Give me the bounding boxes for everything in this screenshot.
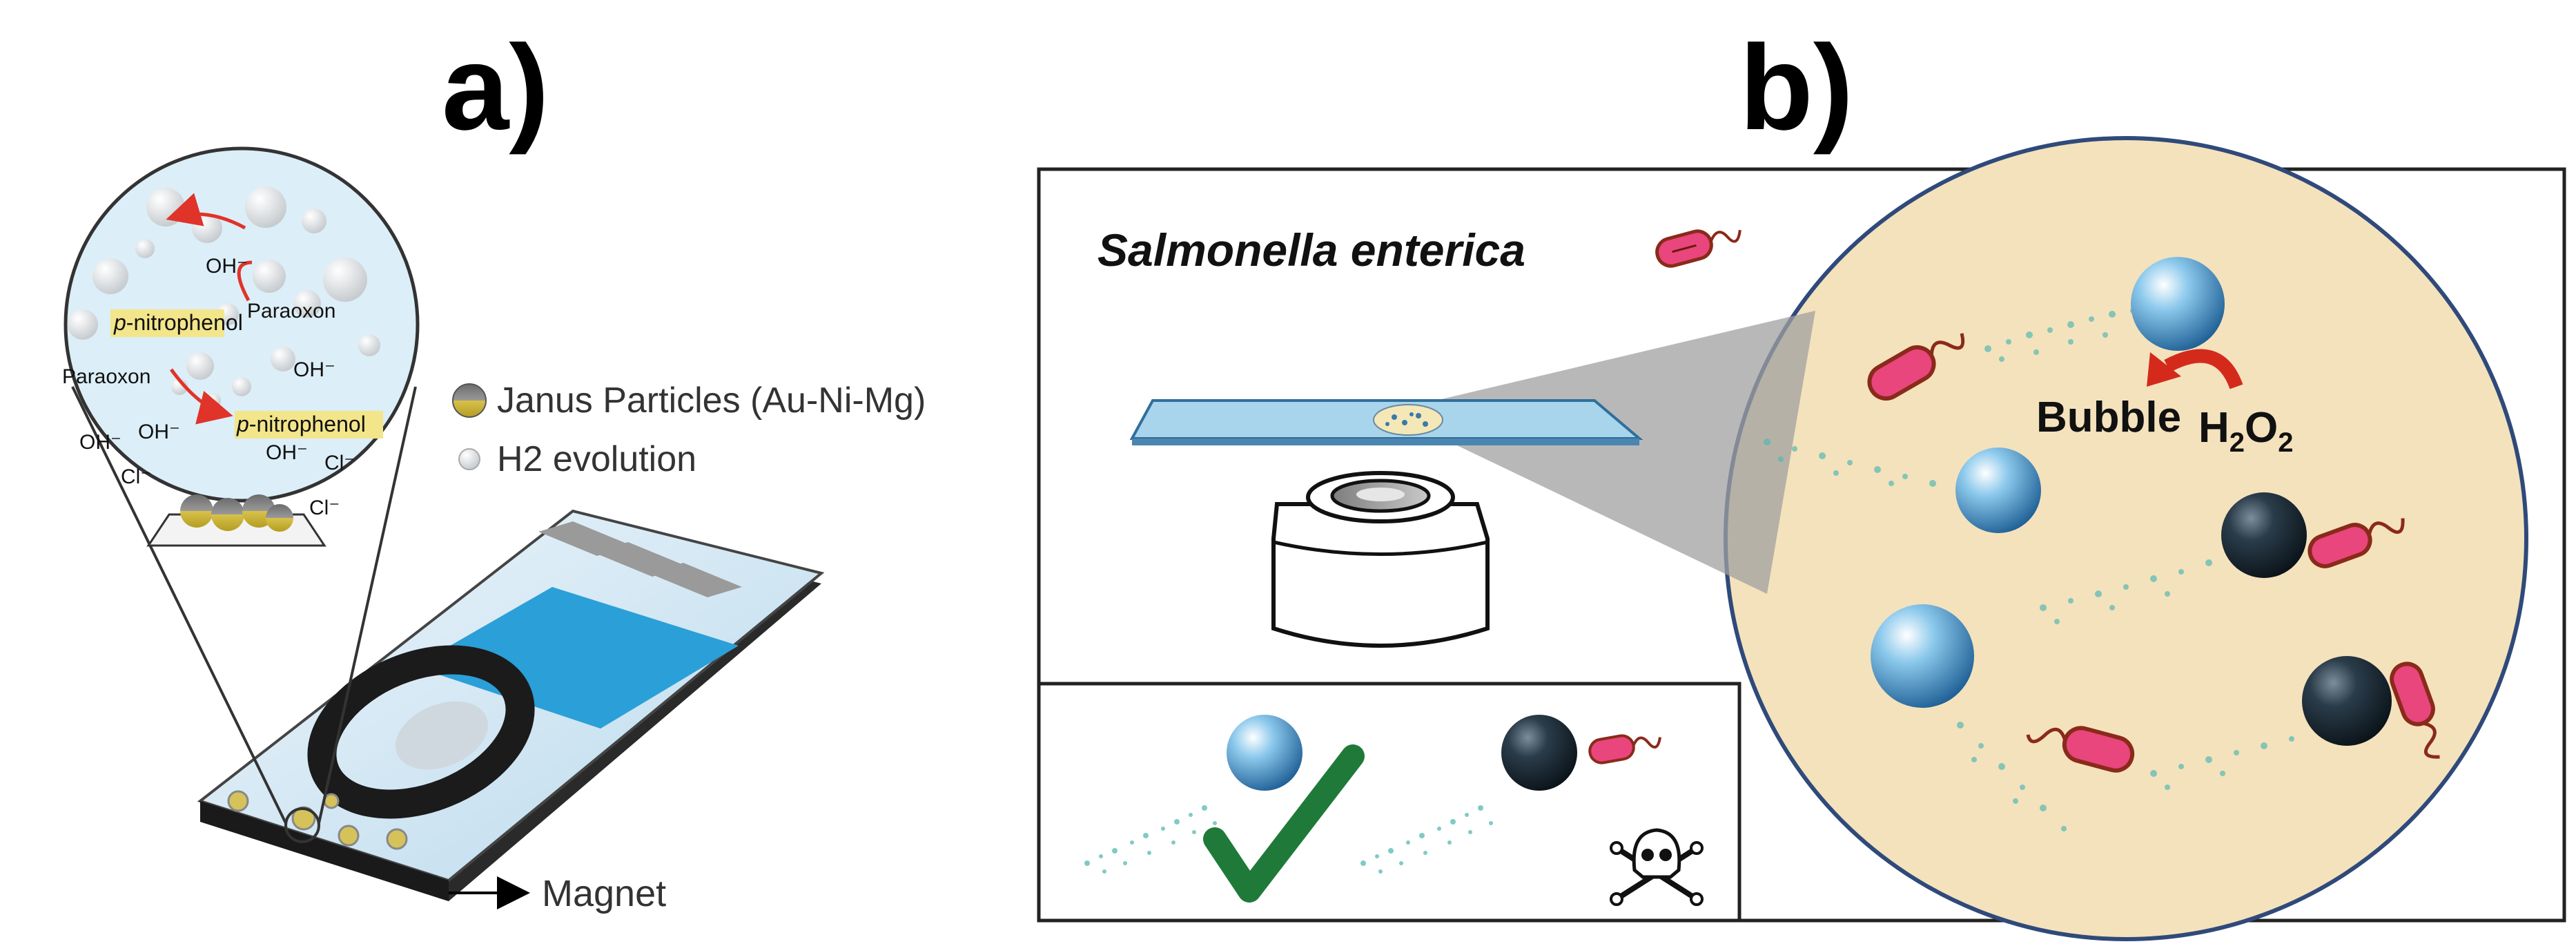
cl-label-a: Cl⁻ <box>324 452 355 474</box>
zoom-line-left <box>71 386 287 824</box>
paraoxon-right-label: Paraoxon <box>247 300 335 322</box>
bubble-arrow-icon <box>2164 349 2243 389</box>
h2-bubble-icon <box>458 448 480 470</box>
paraoxon-left-label: Paraoxon <box>62 365 150 388</box>
bacterium-icon <box>1655 229 1741 268</box>
insulation-strip <box>414 587 739 729</box>
circle-trails <box>1764 308 2323 831</box>
oh-label-c: OH⁻ <box>266 441 308 464</box>
reaction-arrow-1 <box>237 260 253 302</box>
inset-bacterium <box>1588 734 1662 764</box>
legend-janus-label: Janus Particles (Au-Ni-Mg) <box>497 381 926 421</box>
microscope-objective-icon <box>1271 471 1490 648</box>
zoom-circle-b <box>1724 136 2528 941</box>
inset-trails <box>1084 805 1493 874</box>
janus-particle-lower-left <box>1871 604 1974 708</box>
janus-particle-top <box>2131 257 2225 351</box>
chip-particles <box>227 790 408 850</box>
p-nitrophenol-label-2: p-nitrophenol <box>236 412 366 436</box>
oh-mid-label: OH⁻ <box>293 358 335 381</box>
panel-b: Salmonella enterica <box>1037 136 2566 941</box>
oh-label-b: OH⁻ <box>138 421 180 443</box>
inset-active-particle <box>1227 715 1302 791</box>
bacterium-1 <box>1867 333 1965 401</box>
panel-b-label: b) <box>1739 21 1854 155</box>
skull-crossbones-icon <box>1610 828 1704 906</box>
janus-particle-mid-left <box>1955 447 2041 533</box>
check-icon <box>1203 744 1365 903</box>
bacterium-3 <box>2026 726 2135 773</box>
callout-zoom: OH⁻ Paraoxon p-nitrophenol OH⁻ Paraoxon … <box>62 146 420 547</box>
inset-inactive-particle <box>1501 715 1577 791</box>
janus-particle-dark-bottom <box>2302 656 2392 746</box>
callout-particles <box>146 494 326 547</box>
organism-title: Salmonella enterica <box>1097 224 1525 276</box>
cl-label-b: Cl⁻ <box>121 465 151 488</box>
bubble-label: Bubble <box>2036 394 2181 441</box>
legend-h2-label: H2 evolution <box>497 439 696 479</box>
magnet-label: Magnet <box>542 873 666 914</box>
sample-spot <box>1373 404 1443 436</box>
legend-a: Janus Particles (Au-Ni-Mg) H2 evolution <box>452 381 926 479</box>
p-nitrophenol-highlight-1 <box>110 309 224 337</box>
sensor-chip <box>197 509 825 901</box>
working-electrode <box>307 645 535 819</box>
oh-label-a: OH⁻ <box>79 431 121 454</box>
panel-a: OH⁻ Paraoxon p-nitrophenol OH⁻ Paraoxon … <box>62 146 926 914</box>
h2o2-label: H2O2 <box>2198 404 2294 458</box>
p-nitrophenol-label-1: p-nitrophenol <box>113 310 243 335</box>
zoom-cone <box>1436 311 1815 594</box>
zoom-line-right <box>318 386 417 824</box>
bacterium-2 <box>2307 518 2405 568</box>
janus-particle-icon <box>452 383 487 418</box>
oh-top-label: OH⁻ <box>206 255 248 278</box>
zoom-spot <box>284 807 320 843</box>
bacterium-4 <box>2390 662 2440 759</box>
janus-particle-dark-right <box>2221 492 2307 578</box>
result-inset <box>1037 682 1741 923</box>
reaction-arrow-2 <box>169 368 233 425</box>
p-nitrophenol-highlight-2 <box>235 411 383 439</box>
cl-label-c: Cl⁻ <box>309 497 340 519</box>
glass-slide <box>1129 399 1643 445</box>
panel-a-label: a) <box>442 21 549 155</box>
